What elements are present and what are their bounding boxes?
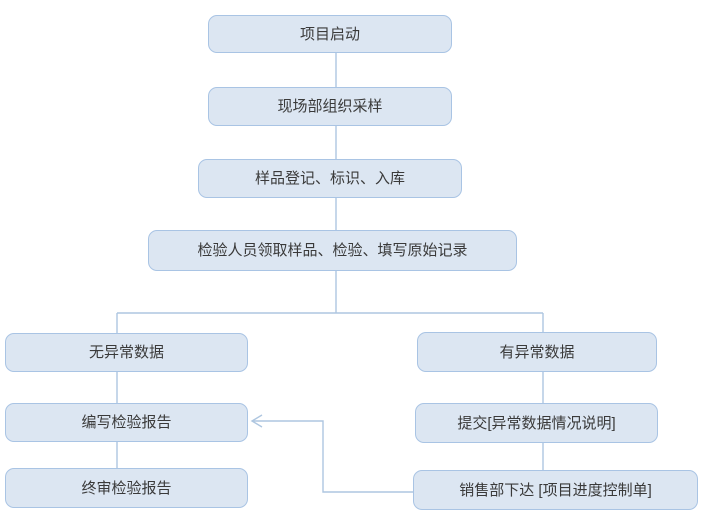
node-sales-progress-sheet: 销售部下达 [项目进度控制单] xyxy=(413,470,698,510)
node-submit-abnormal-note: 提交[异常数据情况说明] xyxy=(415,403,658,443)
node-inspection-record: 检验人员领取样品、检验、填写原始记录 xyxy=(148,230,517,271)
node-project-start: 项目启动 xyxy=(208,15,452,53)
node-write-report: 编写检验报告 xyxy=(5,403,248,442)
connector-salesissue-writereport xyxy=(253,420,413,493)
node-no-abnormal-data: 无异常数据 xyxy=(5,333,248,372)
node-abnormal-data: 有异常数据 xyxy=(417,332,657,372)
node-sample-registration: 样品登记、标识、入库 xyxy=(198,159,462,198)
node-field-sampling: 现场部组织采样 xyxy=(208,87,452,126)
arrowhead-left-icon xyxy=(250,414,263,428)
node-final-review-report: 终审检验报告 xyxy=(5,468,248,508)
